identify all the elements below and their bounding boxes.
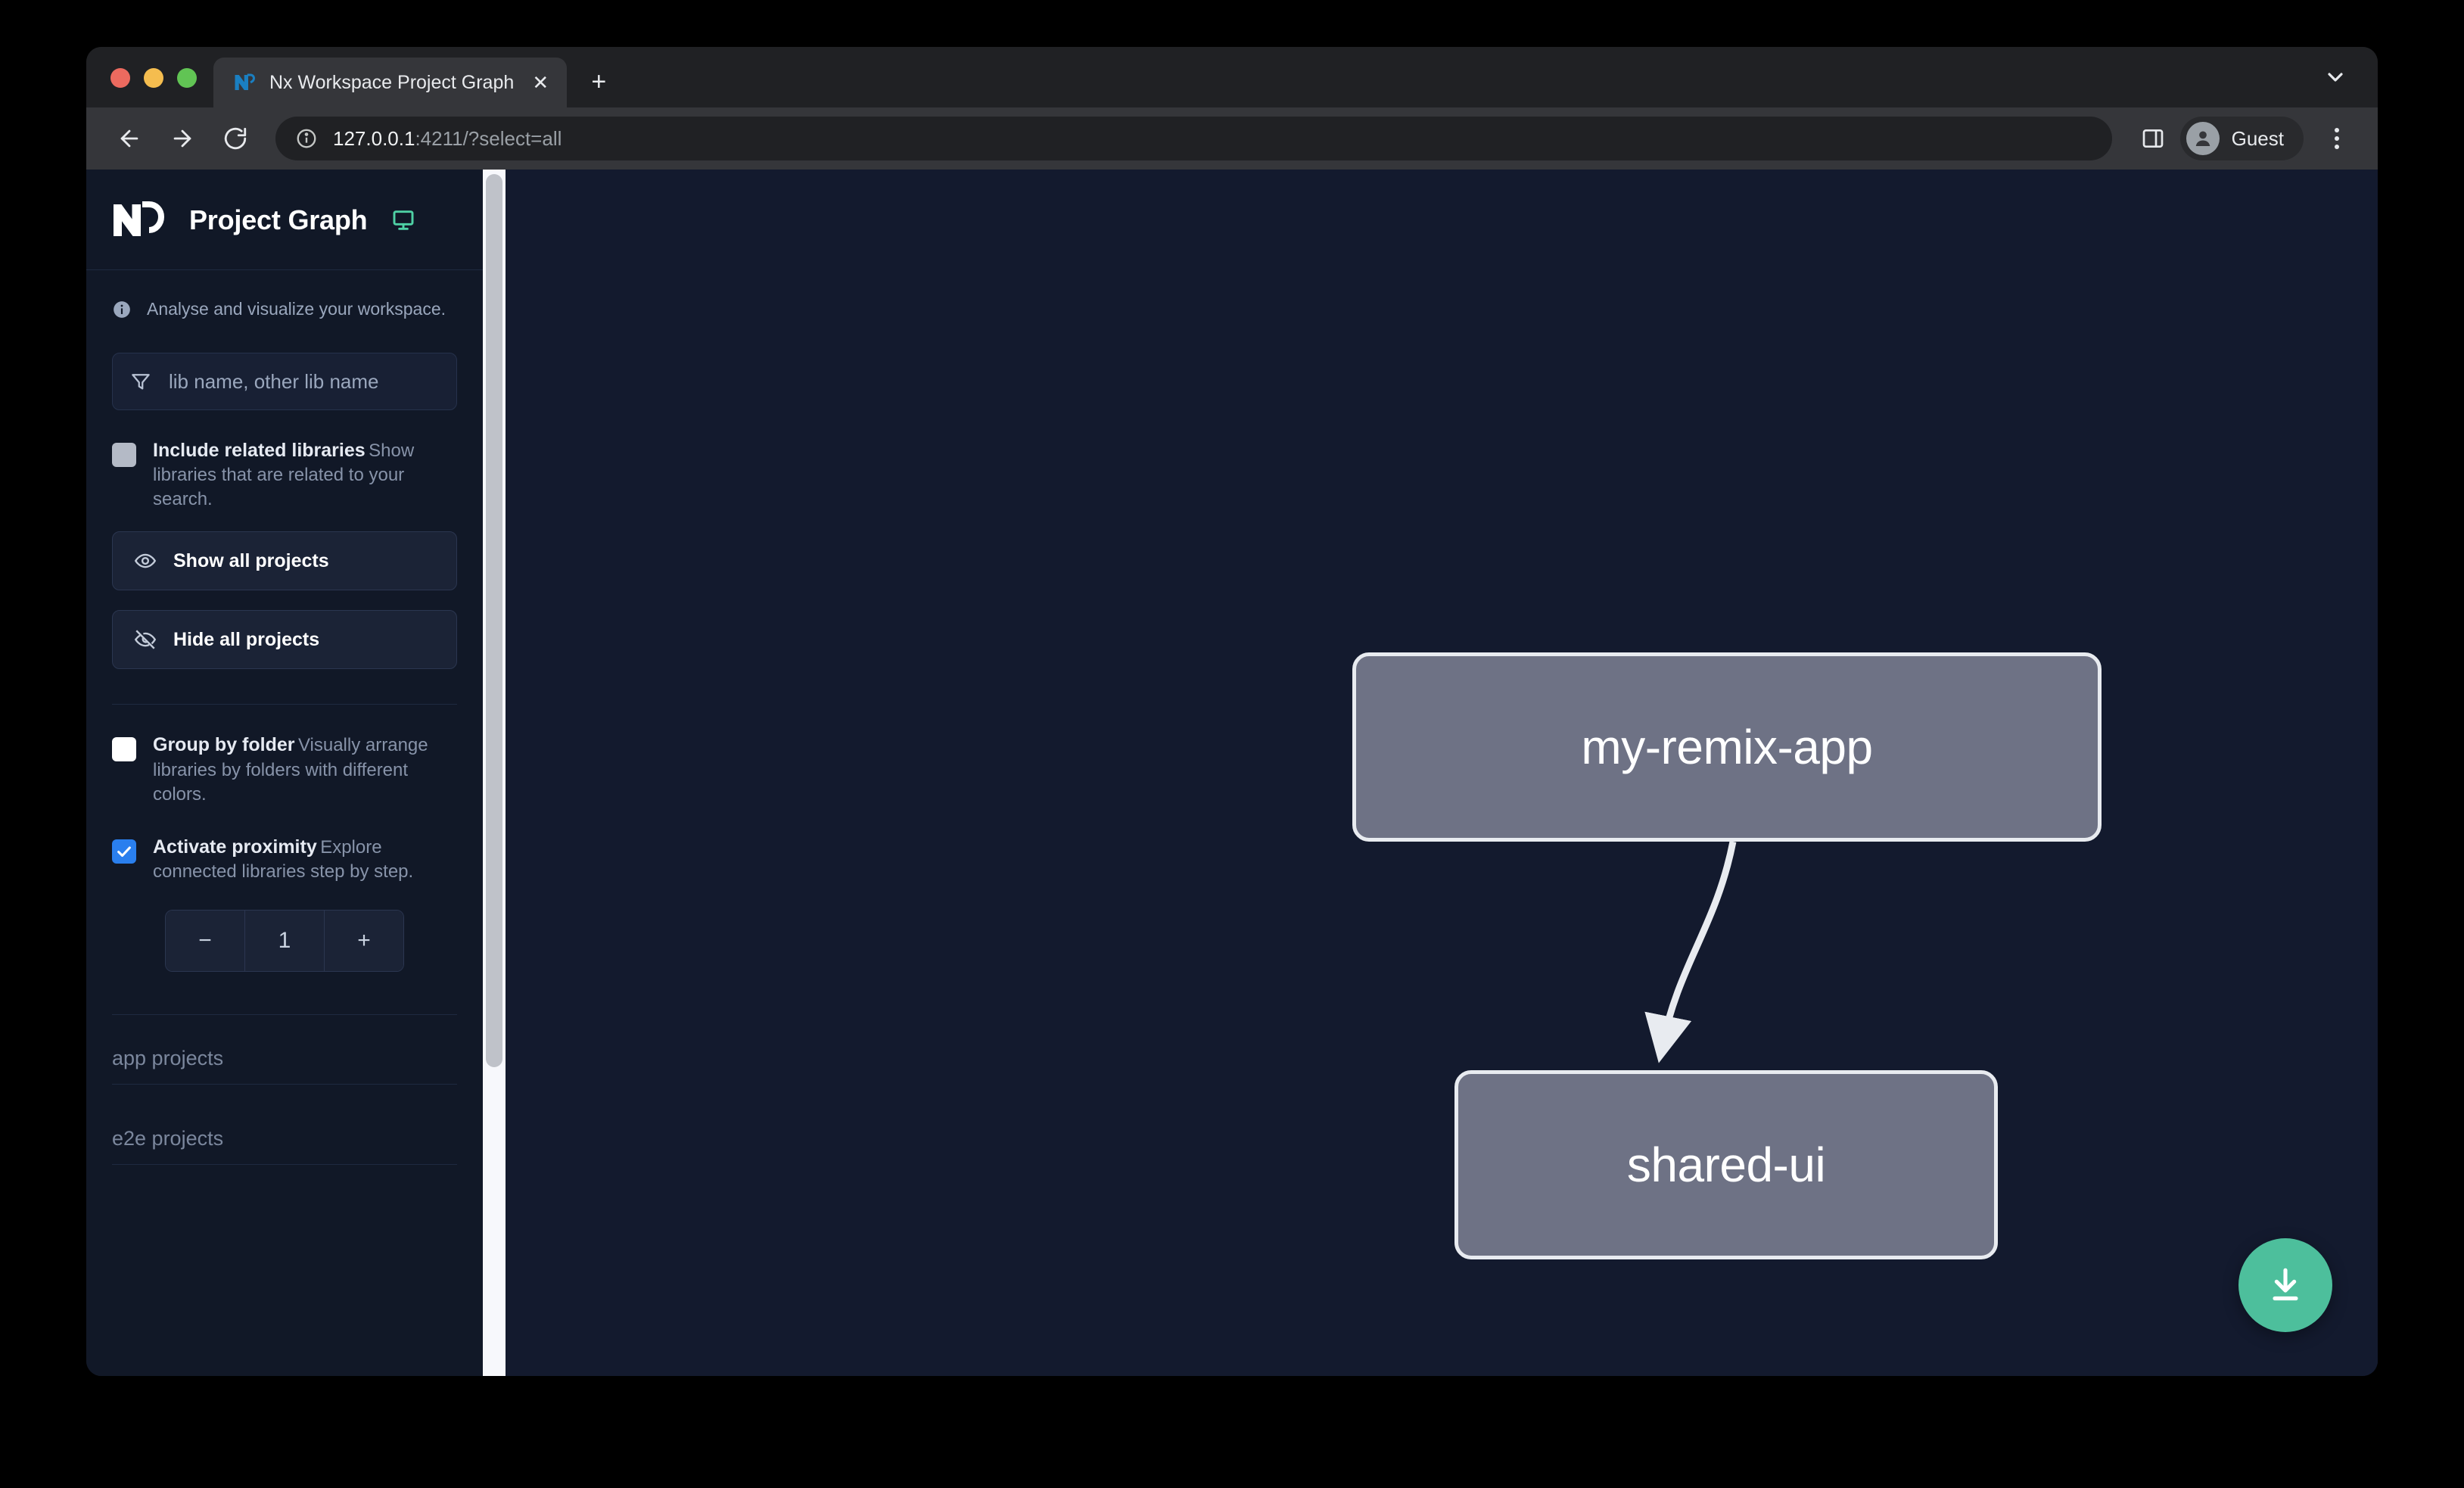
option-description: Visually arrange libraries by folders wi…	[153, 735, 428, 805]
proximity-decrement-button[interactable]: −	[166, 911, 244, 972]
group-app-projects-label: app projects	[112, 1047, 224, 1070]
filter-icon	[129, 370, 152, 393]
option-text: Include related libraries Show libraries…	[153, 439, 457, 512]
checkbox-include-related-libraries[interactable]	[112, 443, 136, 467]
address-bar[interactable]: 127.0.0.1:4211/?select=all	[275, 117, 2112, 160]
page-content: Project Graph Analyse and visualize your…	[86, 170, 2378, 1376]
search-input[interactable]	[169, 369, 440, 394]
option-label: Group by folder	[153, 734, 295, 756]
close-icon[interactable]: ✕	[532, 71, 549, 94]
url-path: :4211/?select=all	[415, 126, 562, 150]
group-e2e-projects-label: e2e projects	[112, 1127, 224, 1150]
edge-my-remix-app-to-shared-ui	[1644, 841, 1737, 1063]
sidebar-divider	[112, 704, 457, 705]
info-icon	[112, 300, 132, 319]
back-icon[interactable]	[106, 115, 153, 162]
browser-menu-icon[interactable]	[2316, 117, 2358, 160]
graph-node-label: my-remix-app	[1581, 720, 1873, 774]
minimize-window-button[interactable]	[144, 68, 163, 88]
chevron-down-icon[interactable]	[2323, 65, 2347, 89]
proximity-value: 1	[244, 911, 324, 972]
option-description: Show libraries that are related to your …	[153, 440, 415, 510]
sidebar-scrollbar-thumb[interactable]	[486, 174, 502, 1067]
browser-tabstrip: Nx Workspace Project Graph ✕ +	[86, 47, 2378, 107]
graph-node-label: shared-ui	[1626, 1138, 1826, 1192]
option-text: Activate proximity Explore connected lib…	[153, 836, 457, 884]
hide-all-projects-label: Hide all projects	[173, 628, 320, 650]
eye-off-icon	[134, 628, 157, 651]
page-title: Project Graph	[189, 204, 368, 235]
url-host: 127.0.0.1	[333, 126, 415, 150]
sidebar-scrollbar[interactable]	[483, 170, 506, 1376]
browser-tab[interactable]: Nx Workspace Project Graph ✕	[213, 58, 568, 107]
option-description: Explore connected libraries step by step…	[153, 836, 414, 883]
group-rule	[112, 1084, 457, 1085]
group-app-projects[interactable]: app projects	[86, 1047, 483, 1085]
option-group-by-folder[interactable]: Group by folder Visually arrange librari…	[112, 733, 457, 806]
maximize-window-button[interactable]	[177, 68, 197, 88]
sidebar-tagline: Analyse and visualize your workspace.	[86, 270, 483, 319]
browser-toolbar: 127.0.0.1:4211/?select=all Guest	[86, 107, 2378, 170]
graph-node-my-remix-app[interactable]: my-remix-app	[1352, 652, 2102, 842]
sidebar: Project Graph Analyse and visualize your…	[86, 170, 483, 1376]
tab-title: Nx Workspace Project Graph	[269, 71, 515, 93]
site-info-icon[interactable]	[295, 127, 318, 150]
reload-icon[interactable]	[212, 115, 259, 162]
group-rule	[112, 1164, 457, 1166]
option-include-related-libraries[interactable]: Include related libraries Show libraries…	[112, 439, 457, 512]
show-all-projects-label: Show all projects	[173, 549, 329, 571]
sidebar-tagline-text: Analyse and visualize your workspace.	[147, 299, 446, 319]
hide-all-projects-button[interactable]: Hide all projects	[112, 610, 457, 670]
download-button[interactable]	[2238, 1238, 2332, 1332]
graph-node-shared-ui[interactable]: shared-ui	[1454, 1070, 1998, 1259]
side-panel-icon[interactable]	[2132, 117, 2174, 160]
option-activate-proximity[interactable]: Activate proximity Explore connected lib…	[112, 836, 457, 884]
sidebar-body: Include related libraries Show libraries…	[86, 319, 483, 1016]
forward-icon[interactable]	[159, 115, 206, 162]
window-traffic-lights	[86, 68, 213, 107]
download-icon	[2264, 1264, 2307, 1306]
close-window-button[interactable]	[110, 68, 130, 88]
sidebar-divider-2	[112, 1014, 457, 1016]
checkbox-activate-proximity[interactable]	[112, 839, 136, 864]
nx-favicon	[233, 71, 256, 94]
checkbox-group-by-folder[interactable]	[112, 737, 136, 762]
option-text: Group by folder Visually arrange librari…	[153, 733, 457, 806]
profile-label: Guest	[2231, 126, 2284, 150]
address-bar-url: 127.0.0.1:4211/?select=all	[333, 127, 562, 151]
option-label: Activate proximity	[153, 836, 317, 858]
graph-canvas[interactable]: my-remix-app shared-ui	[506, 170, 2378, 1376]
nx-logo-icon	[112, 201, 170, 239]
monitor-icon[interactable]	[391, 208, 415, 232]
avatar	[2186, 122, 2220, 155]
new-tab-button[interactable]: +	[591, 67, 607, 96]
group-e2e-projects[interactable]: e2e projects	[86, 1127, 483, 1166]
search-box[interactable]	[112, 353, 457, 410]
browser-window: Nx Workspace Project Graph ✕ +	[86, 47, 2378, 1376]
show-all-projects-button[interactable]: Show all projects	[112, 531, 457, 591]
proximity-increment-button[interactable]: +	[324, 911, 403, 972]
sidebar-header: Project Graph	[86, 170, 483, 270]
option-label: Include related libraries	[153, 440, 366, 461]
eye-icon	[134, 549, 157, 572]
toolbar-right-group: Guest	[2132, 117, 2358, 160]
proximity-stepper: − 1 +	[165, 910, 404, 973]
profile-button[interactable]: Guest	[2179, 117, 2304, 160]
